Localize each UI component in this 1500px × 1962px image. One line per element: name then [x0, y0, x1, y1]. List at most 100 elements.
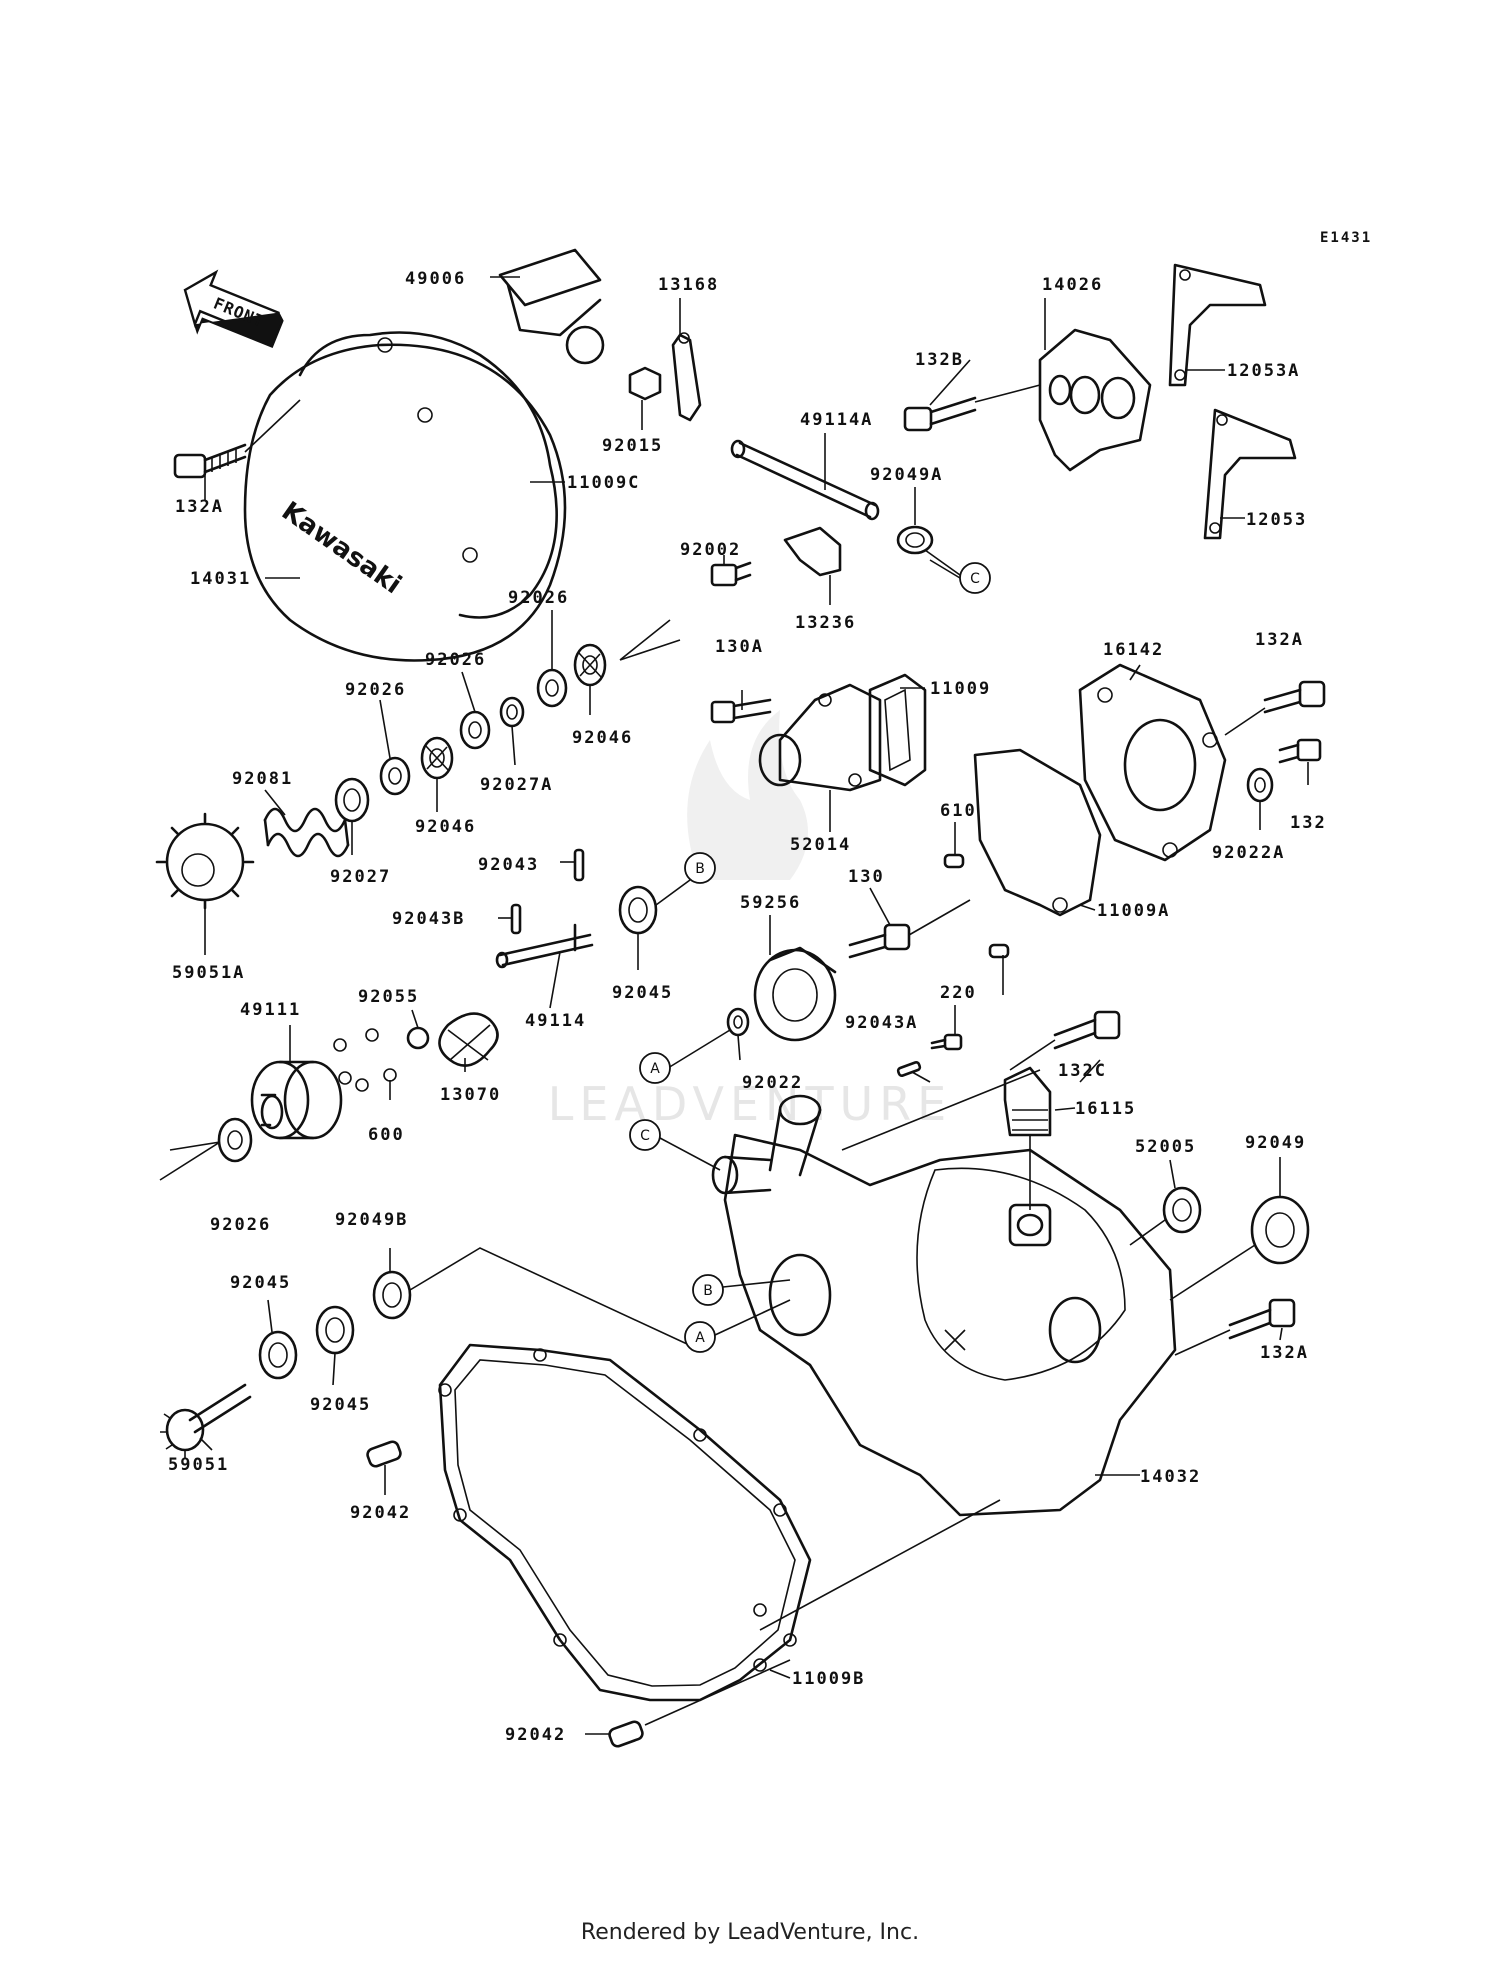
leader-132C	[1079, 1059, 1101, 1083]
label-132: 132	[1290, 813, 1327, 833]
leader-16142	[1129, 664, 1141, 681]
bracket-13236	[783, 526, 842, 577]
bolt-132A-left	[173, 399, 301, 479]
fitting-52014	[758, 683, 882, 792]
lever-13168	[671, 332, 702, 422]
pin-92043	[573, 848, 585, 882]
label-92042-upper: 92042	[350, 1503, 411, 1523]
label-132A-right-bottom: 132A	[1260, 1343, 1309, 1363]
gasket-11009B	[438, 1343, 812, 1702]
leader-16115	[1054, 1107, 1076, 1111]
bolt-132A-right-bottom	[1174, 1298, 1296, 1356]
gasket-11009C	[298, 331, 558, 619]
leader-11009B	[769, 1669, 791, 1679]
watermark: LEADVENTURE	[548, 710, 953, 1131]
circlip-92055	[406, 1026, 430, 1050]
label-13168: 13168	[658, 275, 719, 295]
label-12053A: 12053A	[1227, 361, 1300, 381]
bearing-92045-b	[258, 1330, 298, 1380]
cover-spout	[711, 1094, 822, 1195]
label-49111: 49111	[240, 1000, 301, 1020]
callout-B-top: B	[684, 852, 716, 884]
label-92002: 92002	[680, 540, 741, 560]
balls-600	[333, 1028, 397, 1092]
leader-132A-right-bottom	[1279, 1327, 1283, 1341]
dowel-92042-lower	[608, 1720, 644, 1748]
bolt-92002	[710, 561, 752, 587]
label-49114: 49114	[525, 1011, 586, 1031]
footer-credit: Rendered by LeadVenture, Inc.	[580, 1920, 920, 1945]
label-14031: 14031	[190, 569, 251, 589]
bearing-92049B	[372, 1247, 701, 1351]
leader-11009A	[1079, 904, 1096, 911]
gear-59051	[160, 1383, 252, 1458]
leader-92026-b	[461, 671, 476, 713]
diagram-code: E1431	[1320, 230, 1372, 246]
bolt-132B	[903, 384, 1041, 432]
label-130: 130	[848, 867, 885, 887]
shaft-49114A	[730, 439, 880, 521]
lockwasher-92046-b	[420, 736, 454, 780]
svg-text:B: B	[703, 1283, 713, 1299]
bearing-92045-a	[315, 1305, 355, 1355]
label-49006: 49006	[405, 269, 466, 289]
leader-52005	[1169, 1159, 1176, 1189]
leader-130	[869, 887, 891, 926]
bolt-130	[848, 899, 971, 959]
label-92026-d: 92026	[210, 1215, 271, 1235]
bracket-12053	[1203, 408, 1297, 540]
label-92045-b: 92045	[230, 1273, 291, 1293]
nut-92015	[628, 366, 662, 401]
cover-14031: Kawasaki	[243, 343, 567, 662]
label-11009A: 11009A	[1097, 901, 1170, 921]
washer-92026-d	[217, 1117, 253, 1163]
watermark-text: LEADVENTURE	[548, 1077, 953, 1131]
bracket-14026	[1038, 328, 1152, 472]
label-92049B: 92049B	[335, 1210, 408, 1230]
impeller-59256	[753, 946, 837, 1042]
label-132B: 132B	[915, 350, 964, 370]
plug-16115	[1003, 1066, 1052, 1210]
label-13236: 13236	[795, 613, 856, 633]
leader-92026-c	[379, 699, 391, 759]
label-92015: 92015	[602, 436, 663, 456]
label-600: 600	[368, 1125, 405, 1145]
svg-text:A: A	[650, 1061, 660, 1077]
svg-text:C: C	[970, 571, 980, 587]
label-92049: 92049	[1245, 1133, 1306, 1153]
leader-49114	[549, 951, 561, 1009]
dowel-92042-upper	[366, 1440, 402, 1468]
label-14032: 14032	[1140, 1467, 1201, 1487]
callout-B-bottom: B	[692, 1274, 791, 1306]
washer-92026-b	[459, 710, 491, 750]
leader-92027A	[511, 725, 516, 766]
bearing-92045-mid	[618, 879, 691, 935]
label-92026-c: 92026	[345, 680, 406, 700]
label-92042-lower: 92042	[505, 1725, 566, 1745]
seal-52005	[1129, 1186, 1202, 1246]
callout-A-top: A	[639, 1029, 731, 1084]
label-12053: 12053	[1246, 510, 1307, 530]
bolt-132C	[1009, 1010, 1121, 1071]
label-92043B: 92043B	[392, 909, 465, 929]
part-labels: 49006 13168 14026 12053A 12053 132B 9201…	[168, 269, 1327, 1745]
gasket-11009A	[973, 748, 1102, 917]
pump-cover-16142	[1078, 663, 1227, 862]
shaft-49114	[495, 923, 594, 969]
label-92043: 92043	[478, 855, 539, 875]
label-14026: 14026	[1042, 275, 1103, 295]
label-52014: 52014	[790, 835, 851, 855]
bolt-132	[1278, 738, 1322, 764]
label-92022A: 92022A	[1212, 843, 1285, 863]
label-92043A: 92043A	[845, 1013, 918, 1033]
label-92027: 92027	[330, 867, 391, 887]
label-92045-mid: 92045	[612, 983, 673, 1003]
label-92055: 92055	[358, 987, 419, 1007]
label-132A-left: 132A	[175, 497, 224, 517]
leader-92026-d	[159, 1141, 221, 1181]
pin-92043A	[896, 1061, 922, 1077]
svg-text:A: A	[695, 1330, 705, 1346]
label-92026-b: 92026	[425, 650, 486, 670]
pump-cap-49006	[498, 248, 605, 365]
